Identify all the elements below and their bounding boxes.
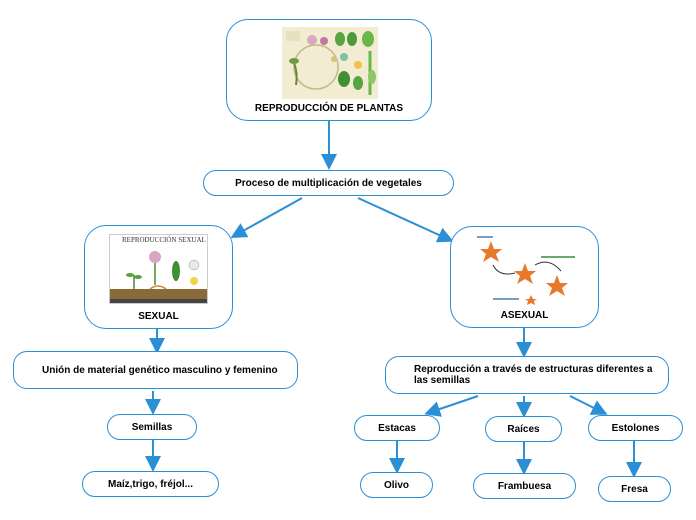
arrow-description-estacas (424, 395, 479, 417)
semillas-node[interactable]: Semillas (107, 414, 197, 440)
frambuesa-node[interactable]: Frambuesa (473, 473, 576, 499)
process-node[interactable]: Proceso de multiplicación de vegetales (203, 170, 454, 196)
arrow-description-estolones (569, 395, 608, 415)
estacas-node[interactable]: Estacas (354, 415, 440, 441)
frambuesa-label: Frambuesa (497, 480, 552, 492)
olivo-node[interactable]: Olivo (360, 472, 433, 498)
fresa-label: Fresa (621, 483, 648, 495)
sexual-reproduction-image: REPRODUCCIÓN SEXUAL (109, 234, 208, 304)
process-label: Proceso de multiplicación de vegetales (235, 177, 422, 189)
sexual-description-node[interactable]: Unión de material genético masculino y f… (13, 351, 298, 389)
sexual-node[interactable]: REPRODUCCIÓN SEXUAL SEXUAL (84, 225, 233, 329)
root-node[interactable]: REPRODUCCIÓN DE PLANTAS (226, 19, 432, 121)
raices-node[interactable]: Raíces (485, 416, 562, 442)
sexual-title: SEXUAL (138, 311, 179, 322)
asexual-description: Reproducción a través de estructuras dif… (414, 364, 653, 386)
examples-label: Maíz,trigo, fréjol... (107, 478, 193, 490)
arrow-process-sexual (230, 197, 303, 238)
starfish-regeneration-image (477, 236, 575, 305)
plant-flower-drawing (110, 251, 207, 303)
plant-life-cycle-image (282, 27, 378, 99)
estolones-node[interactable]: Estolones (588, 415, 683, 441)
estacas-label: Estacas (378, 422, 416, 434)
semillas-label: Semillas (131, 421, 173, 433)
olivo-label: Olivo (383, 479, 409, 491)
asexual-node[interactable]: ASEXUAL (450, 226, 599, 328)
sexual-description: Unión de material genético masculino y f… (42, 364, 278, 376)
sexual-image-title: REPRODUCCIÓN SEXUAL (122, 236, 206, 244)
examples-node[interactable]: Maíz,trigo, fréjol... (82, 471, 219, 497)
raices-label: Raíces (507, 423, 540, 435)
estolones-label: Estolones (611, 422, 660, 434)
root-title: REPRODUCCIÓN DE PLANTAS (254, 103, 404, 114)
fresa-node[interactable]: Fresa (598, 476, 671, 502)
asexual-title: ASEXUAL (500, 310, 549, 321)
asexual-description-node[interactable]: Reproducción a través de estructuras dif… (385, 356, 669, 394)
arrow-process-asexual (357, 197, 454, 243)
